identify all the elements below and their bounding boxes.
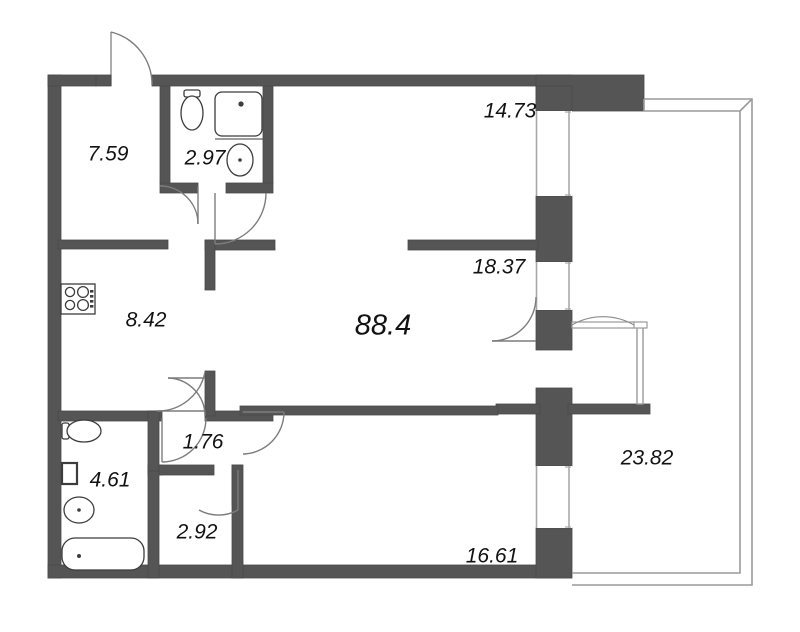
balcony-cap-top: [739, 98, 753, 112]
area-label-bedroom-left: 7.59: [88, 143, 129, 166]
window-bedroom-bottom: [535, 466, 572, 528]
wall-partition-14-18: [407, 239, 539, 251]
wall-bath-upper-left: [159, 85, 171, 184]
area-label-bathroom-main: 4.61: [90, 469, 131, 492]
area-label-living: 18.37: [473, 256, 527, 279]
wall-exterior-top-left: [47, 74, 97, 87]
wall-bath-upper-bottom-b: [225, 182, 274, 194]
wall-partition-bedroom-left: [57, 239, 169, 250]
balcony-door-leaf: [571, 321, 635, 329]
hall-door-north-arc: [167, 377, 206, 417]
bathroom-upper-door: [159, 185, 199, 225]
area-label-bedroom-topright: 14.73: [484, 100, 537, 123]
window-top-right-upper: [535, 111, 572, 196]
wall-right-pier-bottom: [535, 527, 573, 579]
area-label-hall: 1.76: [183, 431, 224, 454]
walls-group: [47, 74, 651, 579]
area-label-closet: 2.92: [176, 521, 218, 544]
area-label-total: 88.4: [355, 310, 411, 342]
wall-hall-north-vert: [204, 370, 216, 417]
wall-bath-upper-right: [262, 85, 274, 184]
wall-stub-living-top: [495, 403, 541, 415]
wall-bath-main-right: [147, 410, 160, 472]
balcony-outer-line: [572, 98, 753, 586]
living-room-door-arc: [491, 296, 537, 342]
hall-door-west: [161, 417, 207, 463]
window-living-room: [535, 262, 572, 310]
stove-icon: [60, 283, 96, 315]
balcony-partition-vert: [636, 324, 644, 405]
hall-door-east-arc: [242, 411, 285, 455]
toilet-main-icon: [61, 419, 102, 443]
doors-group: [95, 31, 537, 516]
wall-exterior-top-main: [151, 74, 573, 87]
towel-rail-icon: [60, 461, 79, 486]
entrance-door-arc: [110, 31, 153, 86]
wall-closet-left: [147, 464, 160, 579]
area-label-kitchen: 8.42: [126, 309, 167, 332]
washbasin-main-icon: [63, 496, 95, 524]
toilet-upper-icon: [180, 89, 204, 131]
wall-partition-living-long: [239, 405, 499, 416]
balcony-inner-line: [572, 110, 741, 574]
wall-right-pier-upper: [535, 85, 573, 112]
area-label-bedroom-bottom: 16.61: [466, 545, 519, 568]
wall-right-pier-mid: [535, 195, 573, 263]
area-label-bathroom-small: 2.97: [184, 147, 227, 170]
wall-partition-kitchen-bottom: [57, 410, 159, 422]
kitchen-door: [156, 371, 206, 412]
corridor-door-upper-arc: [214, 192, 267, 245]
entrance-door: [95, 31, 153, 87]
wall-exterior-left: [47, 74, 62, 579]
washbasin-upper-icon: [226, 143, 254, 177]
hall-door-north: [167, 377, 206, 417]
windows-group: [535, 111, 572, 528]
fixtures-group: [60, 89, 263, 571]
balcony-door-swing-arc: [571, 316, 635, 326]
living-room-door: [491, 296, 537, 342]
balcony-partition-group: [571, 316, 648, 405]
hall-door-east: [242, 411, 285, 455]
shower-tray-icon: [214, 91, 263, 137]
wall-stub-balcony-divider: [567, 403, 651, 415]
area-labels-group: 7.59 2.97 8.42 14.73 18.37 1.76 4.61 2.9…: [88, 100, 674, 568]
kitchen-door-arc: [156, 371, 206, 412]
bathtub-icon: [61, 537, 145, 571]
closet-door: [198, 470, 239, 516]
wall-right-pier-center: [535, 387, 573, 467]
bathroom-upper-door-arc: [159, 185, 199, 225]
wall-partition-hall-vert: [204, 239, 216, 291]
corridor-door-upper: [214, 192, 267, 245]
balcony-partition-head: [632, 321, 648, 329]
wall-closet-right: [231, 464, 244, 579]
hall-door-west-arc: [161, 417, 207, 463]
wall-right-pier-lower: [535, 309, 573, 351]
balcony-outline-group: [572, 98, 753, 586]
closet-door-arc: [198, 509, 239, 516]
area-label-balcony: 23.82: [620, 447, 674, 470]
